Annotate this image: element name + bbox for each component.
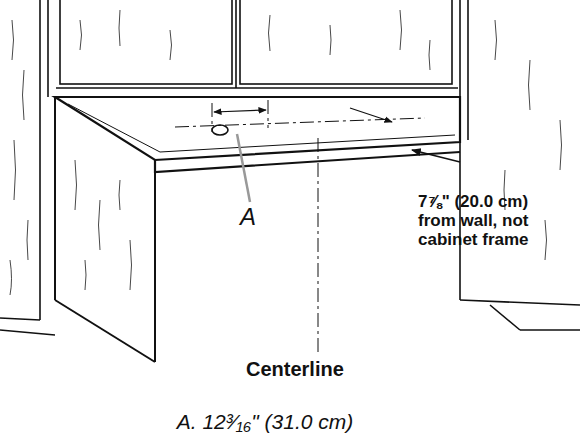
dimension-callout: A: [240, 203, 256, 231]
dimension-note: 7⅞" (20.0 cm) from wall, not cabinet fra…: [418, 192, 568, 249]
centerline-label: Centerline: [246, 358, 344, 381]
caption: A. 12³⁄₁₆" (31.0 cm): [177, 410, 354, 434]
